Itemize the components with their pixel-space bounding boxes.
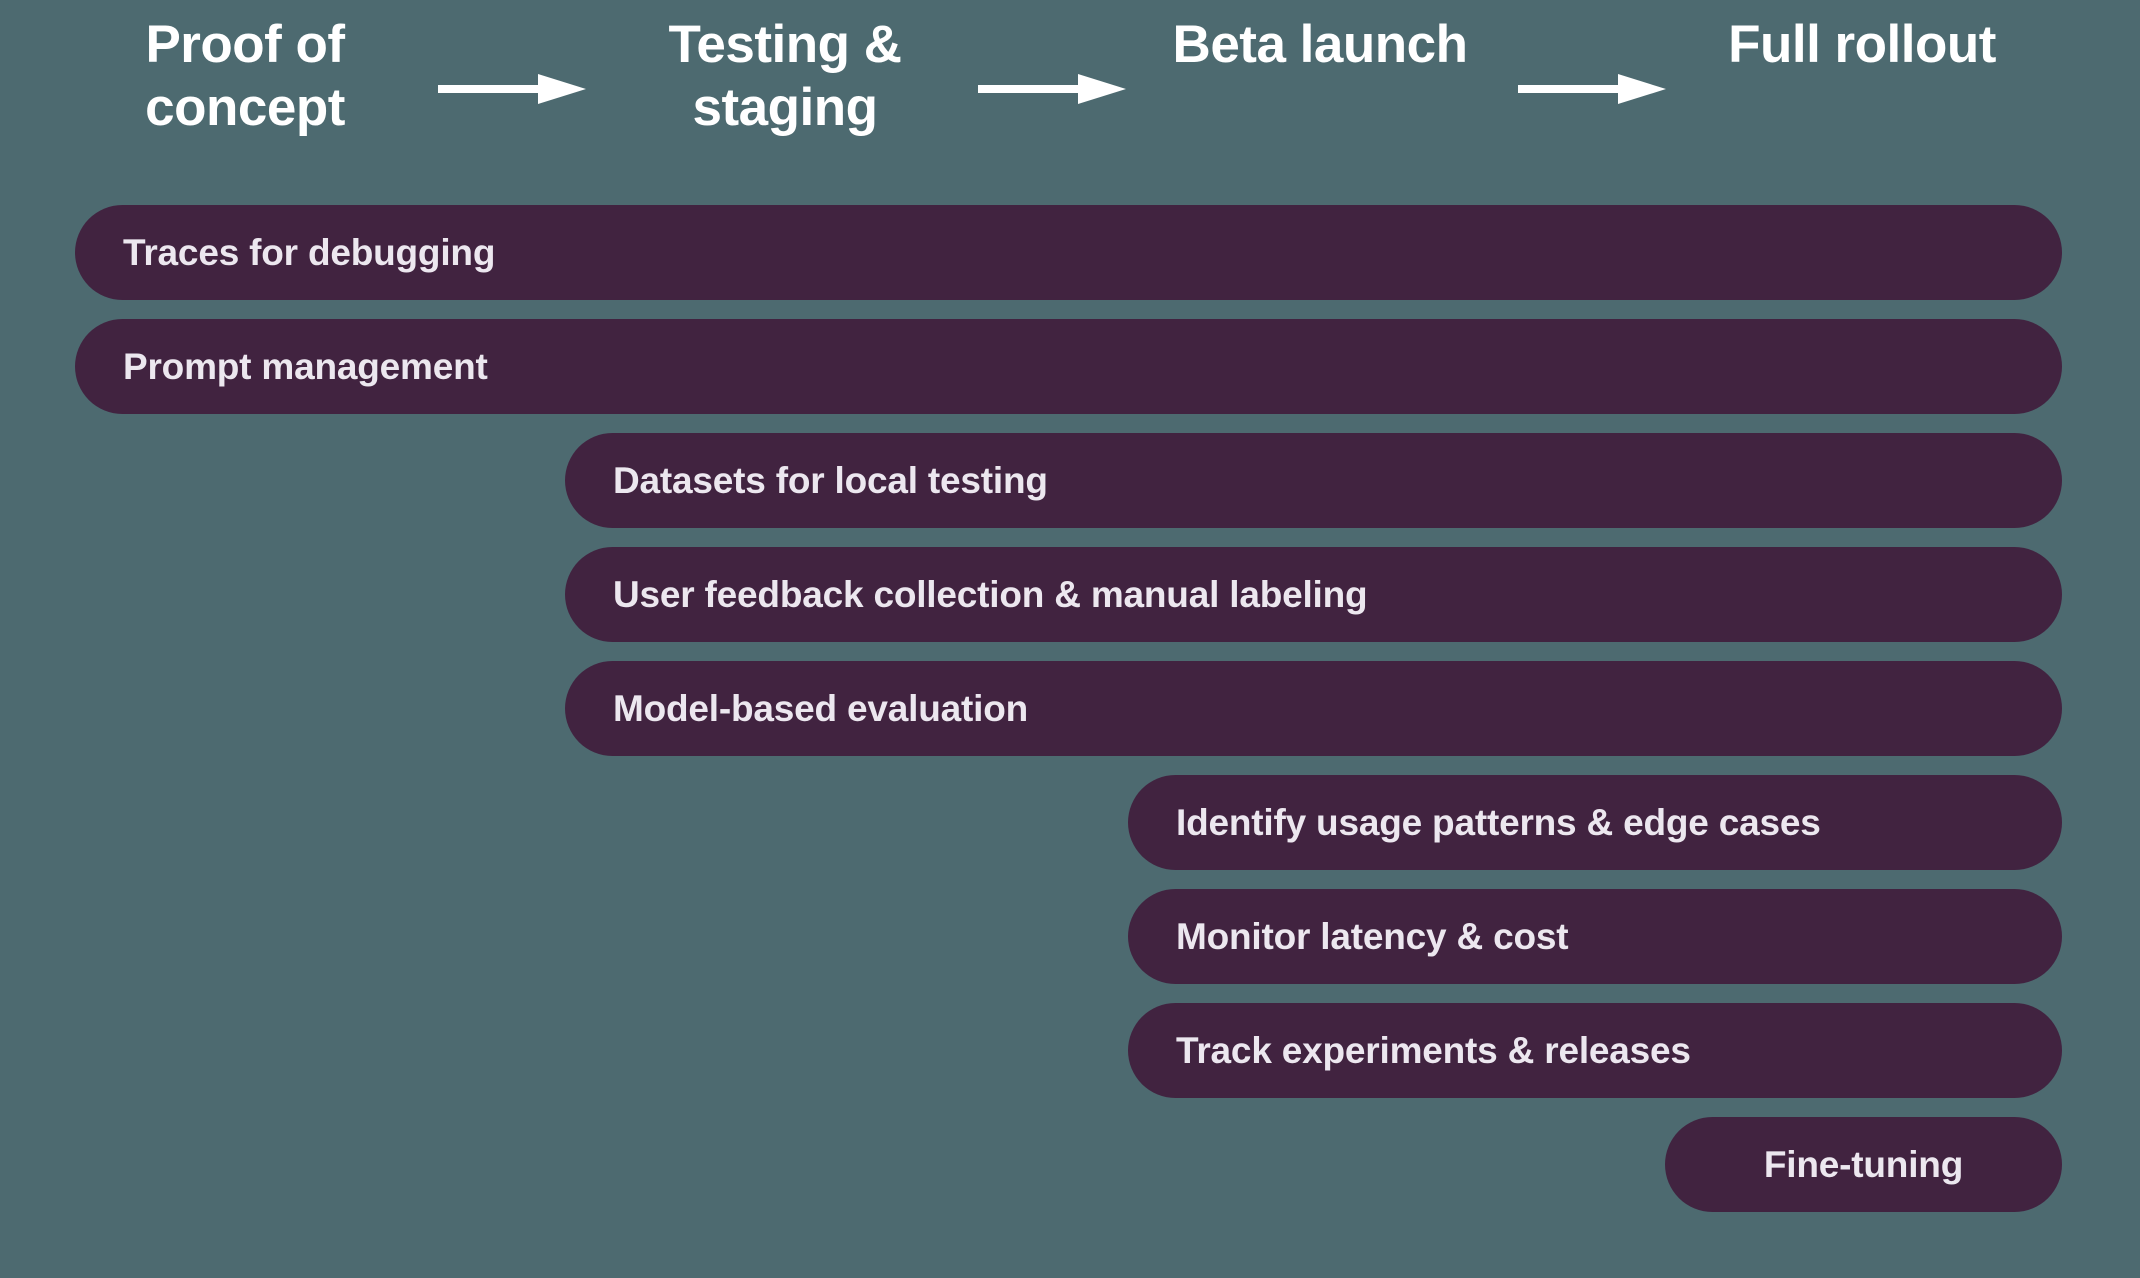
capability-bar[interactable]: Prompt management <box>75 319 2062 414</box>
capability-bar[interactable]: Datasets for local testing <box>565 433 2062 528</box>
capability-bar[interactable]: Track experiments & releases <box>1128 1003 2062 1098</box>
capability-bar[interactable]: User feedback collection & manual labeli… <box>565 547 2062 642</box>
capability-bar-label: User feedback collection & manual labeli… <box>613 573 1368 615</box>
arrow-right-icon-1 <box>438 74 586 104</box>
capability-bar[interactable]: Identify usage patterns & edge cases <box>1128 775 2062 870</box>
capability-bar-label: Traces for debugging <box>123 231 496 273</box>
capability-bar[interactable]: Monitor latency & cost <box>1128 889 2062 984</box>
arrow-right-icon-3 <box>1518 74 1666 104</box>
capability-bar[interactable]: Fine-tuning <box>1665 1117 2062 1212</box>
capability-bar[interactable]: Traces for debugging <box>75 205 2062 300</box>
capability-bar-label: Monitor latency & cost <box>1176 915 1569 957</box>
capability-bar-label: Datasets for local testing <box>613 459 1048 501</box>
capability-bar-label: Track experiments & releases <box>1176 1029 1691 1071</box>
capability-bar[interactable]: Model-based evaluation <box>565 661 2062 756</box>
phase-label-3: Full rollout <box>1728 15 1996 74</box>
phase-header-row: Proof of concept Testing & staging Beta la… <box>0 0 2140 185</box>
phase-label-0: Proof of concept <box>145 15 345 137</box>
capability-bar-label: Identify usage patterns & edge cases <box>1176 801 1821 843</box>
capability-bar-label: Fine-tuning <box>1763 1143 1964 1185</box>
phase-label-2: Beta launch <box>1172 15 1468 74</box>
capability-bar-label: Prompt management <box>123 345 488 387</box>
capability-bar-label: Model-based evaluation <box>613 687 1029 729</box>
arrow-right-icon-2 <box>978 74 1126 104</box>
phase-label-1: Testing & staging <box>668 15 902 137</box>
